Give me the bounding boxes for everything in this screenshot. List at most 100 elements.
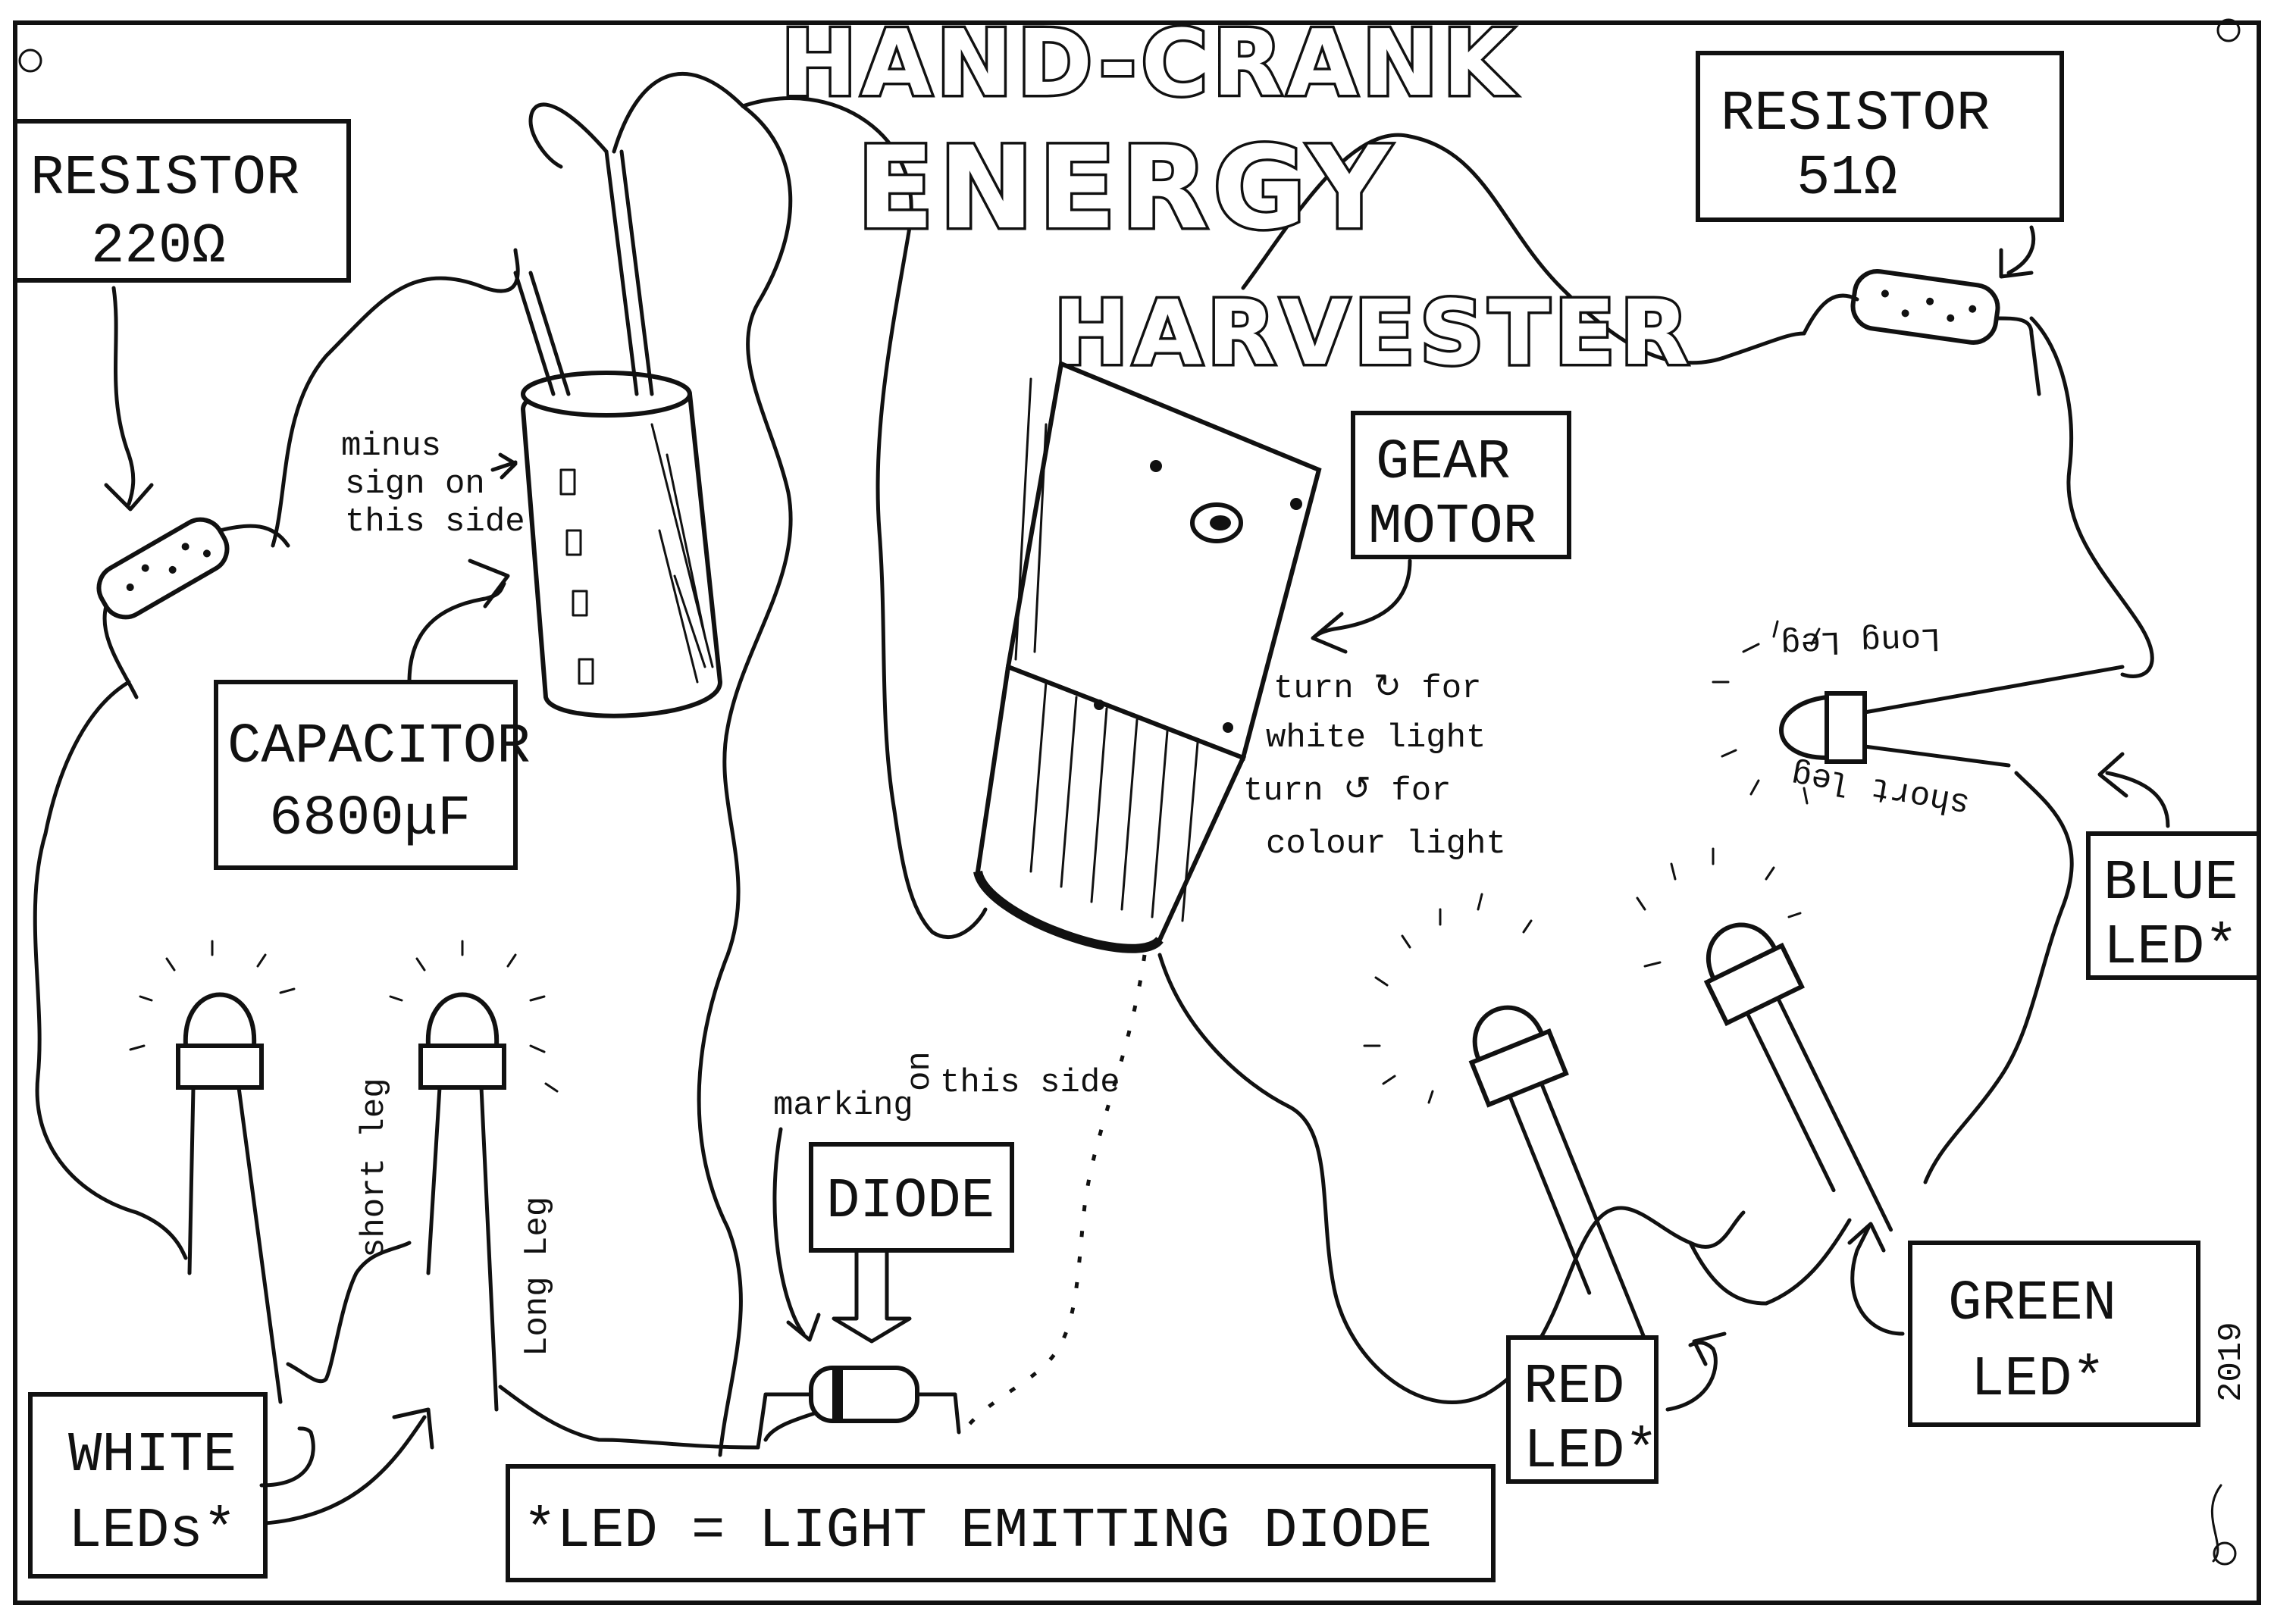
wire [1241, 133, 1806, 365]
arrow-head-icon [1999, 248, 2034, 279]
blue-short-leg-label: short leg [1789, 754, 1973, 823]
arrow-head-icon [2097, 752, 2128, 798]
wire [528, 102, 609, 169]
corner-mark-icon [2213, 1541, 2237, 1566]
wires [33, 72, 2154, 1457]
diode-label-box: DIODE [809, 1142, 1014, 1253]
resistor-51-line1: RESISTOR [1721, 83, 1990, 146]
arrow-head-icon [392, 1407, 434, 1450]
arrow [772, 1127, 806, 1336]
title-line-2: ENERGY [857, 123, 1395, 255]
arrow [1665, 1341, 1718, 1412]
blue-led-icon [1712, 620, 2125, 805]
wire [218, 524, 290, 548]
turn-line1: turn ↻ for [1273, 670, 1482, 708]
wire [102, 604, 139, 699]
red-led-line2: LED* [1524, 1420, 1659, 1484]
gear-motor-label-box: GEAR MOTOR [1351, 411, 1571, 559]
arrow [832, 1248, 912, 1344]
white-led-rays-icon [129, 940, 559, 1093]
arrow [111, 286, 136, 506]
resistor-51-label-box: RESISTOR 51Ω [1696, 51, 2064, 222]
wire [498, 1385, 760, 1450]
wire [1802, 293, 1859, 336]
marking-on-text: on [901, 1051, 939, 1091]
wire [286, 1241, 412, 1384]
blue-led-line1: BLUE [2103, 852, 2238, 915]
gear-motor-line1: GEAR [1376, 431, 1511, 495]
arrow-head-icon [1692, 1331, 1727, 1366]
marking-side-text: this side [940, 1064, 1120, 1102]
white-led-2-icon [418, 992, 506, 1412]
capacitor-line1: CAPACITOR [227, 715, 531, 779]
arrow [259, 1426, 315, 1488]
wire [1688, 1218, 1852, 1306]
arrow-head-icon [1311, 612, 1348, 654]
blue-led-label-box: BLUE LED* [2086, 831, 2261, 980]
green-led-icon [1703, 922, 1893, 1232]
arrow-head-icon [1847, 1222, 1886, 1253]
wire [612, 72, 793, 1457]
white-led-1-icon [176, 992, 283, 1404]
gear-motor-icon [973, 360, 1322, 953]
footnote-text: *LED = LIGHT EMITTING DIODE [523, 1500, 1432, 1563]
white-long-leg-label: Long Leg [518, 1197, 556, 1356]
green-led-line1: GREEN [1948, 1272, 2116, 1336]
white-leds-line1: WHITE [68, 1424, 236, 1488]
red-led-line1: RED [1524, 1356, 1624, 1419]
blue-long-leg-label: Long Leg [1780, 618, 1941, 662]
arrow [407, 581, 506, 684]
resistor-220-label-box: RESISTOR 220Ω [13, 119, 351, 283]
signature-year: 2019 [2213, 1322, 2251, 1402]
wire [1923, 771, 2074, 1184]
minus-sign-line2: sign on [345, 465, 485, 503]
green-led-line2: LED* [1971, 1348, 2106, 1412]
white-leds-line2: LEDs* [68, 1500, 236, 1563]
minus-sign-line3: this side [345, 503, 525, 541]
green-led-label-box: GREEN LED* [1908, 1241, 2200, 1427]
wire [1995, 316, 2041, 396]
diode-icon [756, 1366, 961, 1450]
title-line-1: HAND-CRANK [781, 11, 1518, 117]
minus-sign-line1: minus [341, 427, 441, 465]
marking-text: marking [773, 1087, 913, 1125]
red-led-label-box: RED LED* [1506, 1335, 1659, 1484]
wire [33, 680, 188, 1260]
arrow-head-icon [786, 1313, 821, 1342]
red-led-icon [1468, 1005, 1649, 1346]
red-led-rays-icon [1363, 893, 1533, 1104]
wire [1157, 953, 1746, 1404]
diode-label: DIODE [826, 1170, 994, 1234]
minus-sign-note: minus sign on this side [341, 427, 525, 541]
resistor-220-line2: 220Ω [91, 215, 226, 279]
turn-line2: white light [1266, 719, 1486, 757]
marking-note: marking on this side [773, 1051, 1120, 1125]
arrow [2105, 771, 2170, 828]
title-line-3: HARVESTER [1054, 280, 1693, 385]
white-leds-label-box: WHITE LEDs* [28, 1392, 268, 1579]
arrow-head-icon [104, 483, 154, 512]
dotted-wire [961, 954, 1147, 1434]
green-led-rays-icon [1636, 847, 1802, 968]
blue-led-line2: LED* [2103, 916, 2238, 980]
resistor-51-icon [1850, 269, 2000, 345]
resistor-220-line1: RESISTOR [30, 147, 299, 211]
turn-line4: colour light [1266, 825, 1506, 863]
capacitor-line2: 6800μF [269, 787, 471, 851]
arrow-head-icon [468, 559, 510, 609]
wire [271, 248, 520, 548]
turn-instructions: turn ↻ for white light turn ↺ for colour… [1243, 670, 1506, 863]
arrow [2006, 225, 2036, 275]
turn-line3: turn ↺ for [1243, 772, 1452, 810]
capacitor-icon [513, 149, 723, 718]
wire [741, 96, 988, 939]
resistor-220-icon [96, 517, 230, 620]
arrow [1850, 1225, 1905, 1336]
white-short-leg-label: short leg [356, 1078, 393, 1258]
capacitor-label-box: CAPACITOR 6800μF [214, 680, 531, 870]
page-border [13, 20, 2261, 1605]
title-block: HAND-CRANK ENERGY HARVESTER [778, 9, 1693, 388]
gear-motor-line2: MOTOR [1368, 496, 1536, 559]
